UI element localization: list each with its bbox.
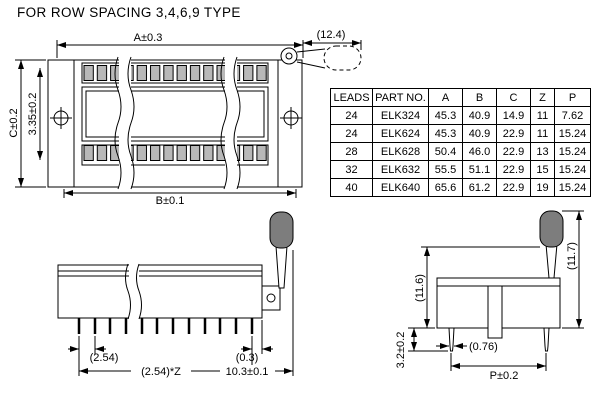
cell-a: 50.4 [428,142,463,161]
lever-top [280,45,362,71]
col-header-z: Z [530,88,555,107]
cell-z: 19 [530,178,555,197]
cell-p: 15.24 [554,178,591,197]
cell-c: 22.9 [496,124,531,143]
side-break-lines [125,263,142,320]
cell-z: 15 [530,160,555,179]
front-view-dimensions: (11.7) (11.6) 3.2±0.2 (0.76) P±0.2 [395,210,584,382]
cell-part-no: ELK624 [372,124,429,143]
col-header-leads: LEADS [330,88,373,107]
cell-leads: 40 [330,178,373,197]
contact-row-bottom-pattern [82,145,268,165]
col-header-a: A [428,88,463,107]
slider-plate [81,86,269,142]
dim-c-label: C±0.2 [8,108,20,137]
table-header-row: LEADS PART NO. A B C Z P [330,88,591,107]
cell-c: 14.9 [496,106,531,125]
cell-a: 55.5 [428,160,463,179]
cell-part-no: ELK632 [372,160,429,179]
table-row: 40 ELK640 65.6 61.2 22.9 19 15.24 [330,178,591,197]
cell-part-no: ELK640 [372,178,429,197]
front-pin-right [543,327,550,352]
table-row: 32 ELK632 55.5 51.1 22.9 15 15.24 [330,160,591,179]
top-view-dimensions: A±0.3 (12.4) C±0.2 3.35±0.2 B±0.1 [8,29,362,207]
contact-row-top-pattern [82,63,268,83]
lever-pivot-side [266,293,276,303]
cell-p: 15.24 [554,160,591,179]
side-view-drawing: (2.54) (0.3) (2.54)*Z 10.3±0.1 [57,211,294,378]
cell-a: 45.3 [428,124,463,143]
dim-pin-width-label: (0.76) [469,341,498,353]
cell-p: 15.24 [554,142,591,161]
cell-b: 40.9 [462,124,497,143]
top-break-lines [114,56,241,190]
dim-a-label: A±0.3 [134,32,163,44]
lever-shaft-front [545,243,558,279]
top-view-drawing: A±0.3 (12.4) C±0.2 3.35±0.2 B±0.1 [8,29,362,207]
page-title: FOR ROW SPACING 3,4,6,9 TYPE [17,5,241,20]
cell-z: 11 [530,124,555,143]
cell-b: 61.2 [462,178,497,197]
cell-z: 11 [530,106,555,125]
front-view-drawing: (11.7) (11.6) 3.2±0.2 (0.76) P±0.2 [395,210,584,382]
lever-knob-phantom [323,45,362,71]
mounting-hole-left [50,107,72,129]
side-body-outline [57,264,263,319]
spec-table: LEADS PART NO. A B C Z P 24 ELK324 45.3 … [330,88,591,197]
cell-c: 22.9 [496,142,531,161]
cell-leads: 24 [330,124,373,143]
dim-row-spacing-label: P±0.2 [490,370,519,382]
dim-span-label: (2.54)*Z [141,366,181,378]
dim-inner-label: 3.35±0.2 [27,93,39,136]
slider-plate-inner [85,90,265,138]
dim-pitch-label: (2.54) [90,352,119,364]
table-row: 28 ELK628 50.4 46.0 22.9 13 15.24 [330,142,591,161]
cell-b: 51.1 [462,160,497,179]
side-pins [77,318,254,334]
table-row: 24 ELK324 45.3 40.9 14.9 11 7.62 [330,106,591,125]
dim-body-height-label: (11.6) [414,274,426,302]
cell-leads: 24 [330,106,373,125]
cell-p: 15.24 [554,124,591,143]
dim-gap-label: (0.3) [236,352,259,364]
dim-width-label: 10.3±0.1 [226,366,269,378]
center-post [487,285,503,339]
cell-a: 65.6 [428,178,463,197]
cell-a: 45.3 [428,106,463,125]
cell-leads: 32 [330,160,373,179]
col-header-c: C [496,88,531,107]
lever-shaft-side [275,245,288,289]
lever-knob-side [269,211,294,249]
cell-part-no: ELK324 [372,106,429,125]
mounting-hole-right [280,107,302,129]
cell-part-no: ELK628 [372,142,429,161]
cell-p: 7.62 [554,106,591,125]
cell-c: 22.9 [496,178,531,197]
col-header-p: P [554,88,591,107]
col-header-b: B [462,88,497,107]
cell-b: 46.0 [462,142,497,161]
cell-z: 13 [530,142,555,161]
dim-b-label: B±0.1 [156,195,185,207]
cell-b: 40.9 [462,106,497,125]
cell-leads: 28 [330,142,373,161]
dim-total-height-label: (11.7) [566,242,578,270]
front-pin-left [448,327,455,352]
col-header-part-no: PART NO. [372,88,429,107]
dim-pin-length-label: 3.2±0.2 [395,332,407,369]
side-view-dimensions: (2.54) (0.3) (2.54)*Z 10.3±0.1 [68,250,294,378]
dim-lever-label: (12.4) [317,29,346,41]
lever-knob-front [539,210,564,248]
table-row: 24 ELK624 45.3 40.9 22.9 11 15.24 [330,124,591,143]
cell-c: 22.9 [496,160,531,179]
